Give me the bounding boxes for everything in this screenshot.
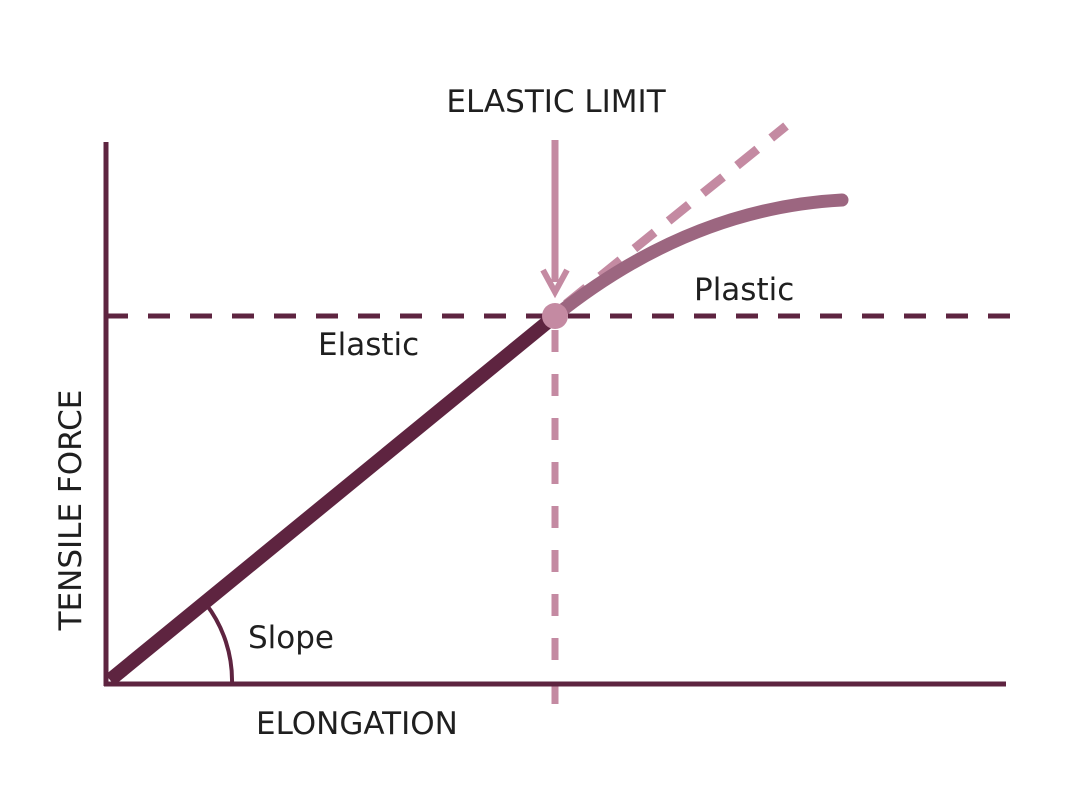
elastic-limit-point: [542, 303, 568, 329]
slope-label: Slope: [248, 620, 334, 656]
elastic-label: Elastic: [318, 327, 419, 363]
x-axis-label: ELONGATION: [256, 706, 458, 742]
plastic-label: Plastic: [694, 272, 794, 308]
y-axis-label: TENSILE FORCE: [53, 390, 89, 632]
slope-angle-arc: [204, 602, 235, 685]
elastic-limit-label: ELASTIC LIMIT: [446, 84, 666, 120]
plastic-curve: [548, 193, 849, 323]
elastic-line: [105, 310, 560, 686]
elastic-limit-arrow: [540, 140, 570, 299]
